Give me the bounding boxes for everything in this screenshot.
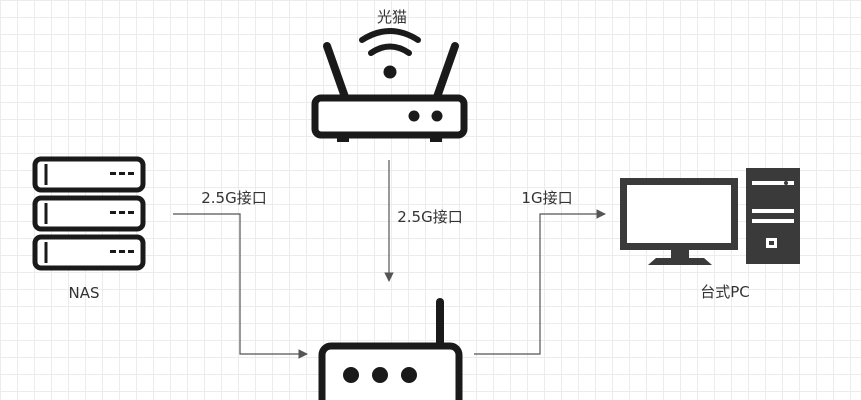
nas-node: NAS — [32, 156, 146, 302]
modem-label: 光猫 — [377, 8, 407, 26]
pc-node: 台式PC — [620, 168, 800, 301]
edge-modem-router-label: 2.5G接口 — [397, 208, 462, 226]
pc-label: 台式PC — [700, 283, 750, 301]
edge-nas-router: 2.5G接口 — [173, 189, 308, 359]
router-icon — [318, 298, 463, 400]
modem-node: 光猫 — [311, 8, 468, 142]
edge-router-pc: 1G接口 — [474, 189, 606, 355]
desktop-computer-icon — [620, 168, 800, 265]
edge-nas-router-label: 2.5G接口 — [201, 189, 266, 207]
server-rack-icon — [32, 156, 146, 271]
wifi-router-icon — [311, 28, 468, 142]
nas-label: NAS — [68, 284, 99, 302]
router-node — [318, 298, 463, 400]
edge-modem-router: 2.5G接口 — [384, 160, 463, 282]
edge-router-pc-label: 1G接口 — [521, 189, 572, 207]
